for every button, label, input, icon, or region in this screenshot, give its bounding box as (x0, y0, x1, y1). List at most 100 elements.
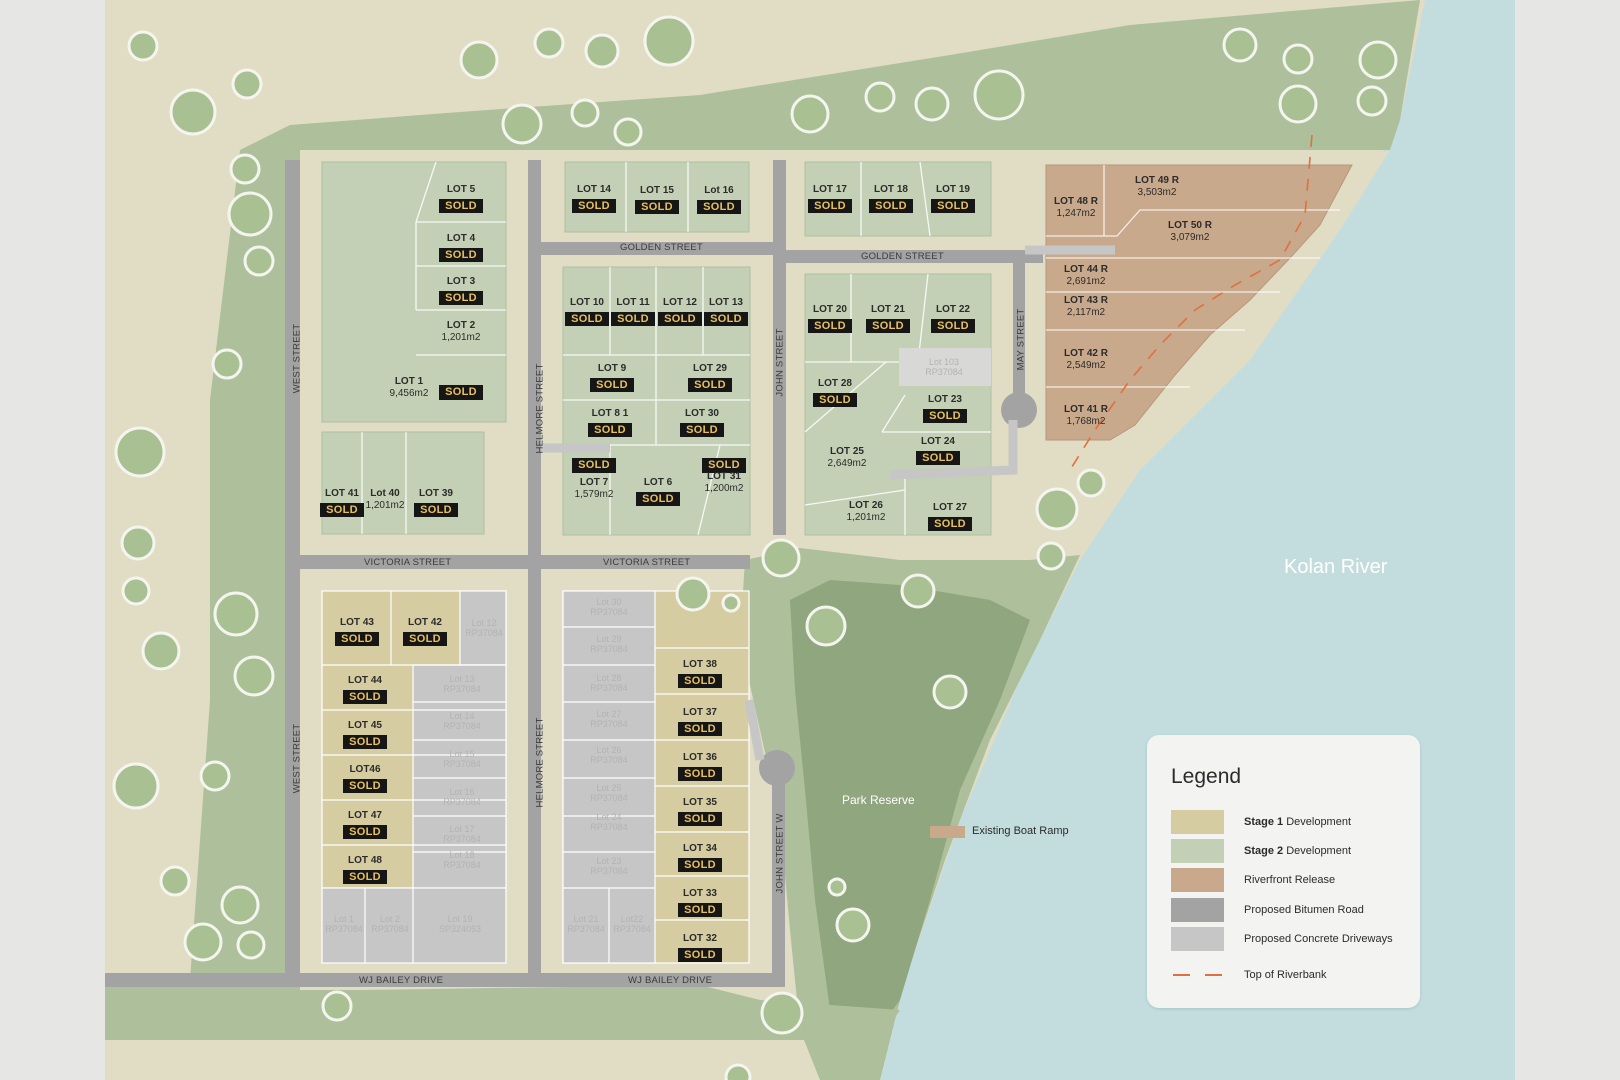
street-label-helmore-2: HELMORE STREET (534, 717, 546, 808)
riverfront-swatch (1171, 868, 1224, 892)
riverbank-text: Top of Riverbank (1244, 969, 1327, 981)
lot-name: LOT 5 (446, 184, 476, 195)
sold-badge: SOLD (439, 247, 483, 263)
sold-badge: SOLD (869, 198, 913, 214)
sold-badge: SOLD (439, 385, 483, 400)
lot-name: LOT 45 (348, 720, 382, 731)
street-label-wj-2: WJ BAILEY DRIVE (628, 975, 713, 986)
lot-name: LOT 22 (936, 304, 970, 315)
lot-name: LOT 43 (340, 617, 374, 628)
lot-name: Lot 24 (596, 812, 622, 822)
legend-item-concrete: Proposed Concrete Driveways (1171, 927, 1393, 951)
lot-name: LOT 11 (616, 297, 650, 308)
lot-name: Lot22 (620, 914, 644, 924)
sold-badge: SOLD (688, 377, 732, 393)
lot-name: LOT 42 R (1064, 348, 1108, 359)
lot-area: 1,768m2 (1066, 415, 1106, 427)
legend-item-riverfront: Riverfront Release (1171, 868, 1335, 892)
lot-name: LOT 30 (685, 408, 719, 419)
lot-name: LOT 6 (643, 477, 673, 488)
lot-area: 9,456m2 (389, 387, 429, 399)
sold-badge: SOLD (928, 516, 972, 532)
lot-area: 1,201m2 (441, 331, 481, 343)
lot-name: LOT 33 (683, 888, 717, 899)
lot-label: LOT 11 SOLD (573, 297, 693, 327)
legend-item-stage2: Stage 2 Development (1171, 839, 1351, 863)
lot-name: Lot 19 (447, 914, 473, 924)
stage1-text: Development (1286, 816, 1352, 828)
sold-badge: SOLD (343, 689, 387, 705)
sold-badge: SOLD (678, 811, 722, 827)
lot-name: LOT 32 (683, 933, 717, 944)
lot-name: LOT 3 (446, 276, 476, 287)
lot-name: Lot 15 (449, 749, 475, 759)
lot-name: LOT 20 (813, 304, 847, 315)
lot-name: LOT 39 (419, 488, 453, 499)
lot-area: RP37084 (567, 924, 605, 935)
lot-area: RP37084 (371, 924, 409, 935)
lot-area: RP37084 (443, 797, 481, 808)
sold-badge: SOLD (611, 311, 655, 327)
street-label-john-w: JOHN STREET W (774, 813, 786, 894)
sold-badge: SOLD (813, 392, 857, 408)
lot-area: RP37084 (590, 822, 628, 833)
lot-name: LOT 50 R (1168, 220, 1212, 231)
sold-badge: SOLD (636, 491, 680, 507)
sold-badge: SOLD (635, 199, 679, 215)
lot-area: 1,201m2 (365, 499, 405, 511)
lot-label: SOLD (534, 455, 654, 473)
lot-area: RP37084 (590, 607, 628, 618)
lot-area: 1,201m2 (846, 511, 886, 523)
lot-label: SOLD (664, 455, 784, 473)
riverbank-swatch (1171, 963, 1224, 987)
lot-name: LOT 28 (818, 378, 852, 389)
sold-badge: SOLD (808, 198, 852, 214)
street-label-golden-2: GOLDEN STREET (861, 251, 944, 262)
lot-name: Lot 25 (596, 783, 622, 793)
street-label-golden-1: GOLDEN STREET (620, 242, 703, 253)
sold-badge: SOLD (702, 458, 746, 473)
street-label-west-1: WEST STREET (291, 323, 303, 394)
lot-area: 2,549m2 (1066, 359, 1106, 371)
lot-name: LOT 1 (394, 376, 424, 387)
lot-name: Lot 21 (573, 914, 599, 924)
lot-name: Lot 30 (596, 597, 622, 607)
lot-area: RP37084 (443, 860, 481, 871)
sold-badge: SOLD (680, 422, 724, 438)
boat-ramp-label: Existing Boat Ramp (972, 825, 1069, 837)
lot-name: Lot 29 (596, 634, 622, 644)
lot-name: LOT 2 (446, 320, 476, 331)
sold-badge: SOLD (697, 199, 741, 215)
sold-badge: SOLD (403, 631, 447, 647)
sold-badge: SOLD (916, 450, 960, 466)
